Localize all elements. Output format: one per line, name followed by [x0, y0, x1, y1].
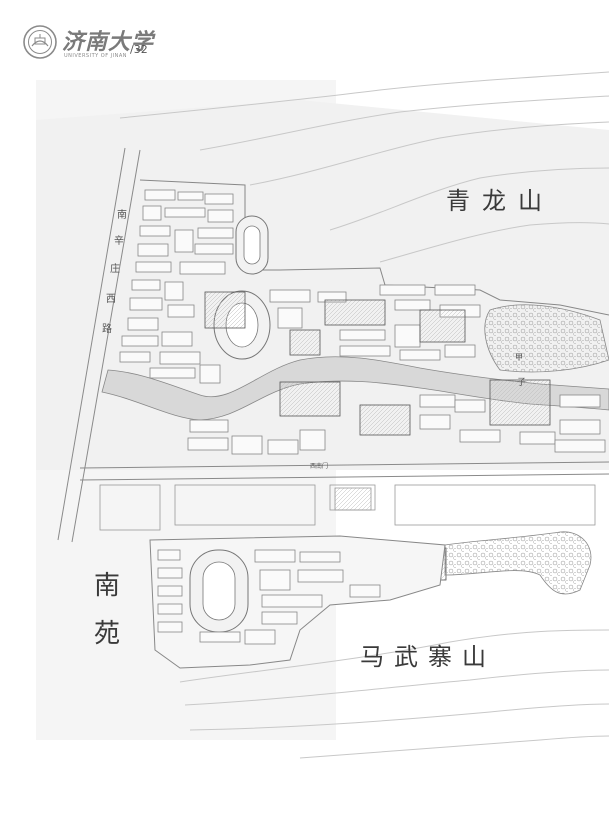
central-south-buildings — [187, 394, 606, 455]
landmark-sketches — [204, 291, 551, 581]
label-qinglong-mountain: 青龙山 — [446, 187, 554, 215]
university-logo-subtitle: UNIVERSITY OF JINAN — [64, 53, 128, 59]
campus-river — [101, 356, 609, 421]
label-nanyuan-yuan: 苑 — [94, 619, 120, 649]
svg-text:路: 路 — [102, 322, 112, 335]
label-lake-zi: 子 — [517, 377, 526, 388]
south-campus-buildings — [157, 549, 381, 645]
middle-field-blocks — [99, 484, 596, 531]
svg-text:西: 西 — [106, 294, 116, 305]
park-areas — [444, 304, 609, 595]
contour-lines — [119, 71, 609, 759]
university-logo-text: 济南大学 — [62, 29, 155, 55]
north-stadium — [235, 215, 269, 275]
north-campus-buildings — [119, 189, 481, 384]
label-mawuzhai-mountain: 马武寨山 — [360, 643, 496, 671]
university-seal-icon — [23, 25, 57, 59]
svg-text:南: 南 — [117, 208, 127, 221]
main-road — [79, 461, 609, 481]
page-header: 济南大学 UNIVERSITY OF JINAN /32 — [22, 22, 222, 66]
label-west-road: 南 辛 庄 西 路 — [102, 208, 127, 335]
label-south-gate: 西南门 — [310, 462, 328, 470]
west-road — [57, 147, 141, 543]
svg-text:辛: 辛 — [114, 234, 124, 247]
south-stadium — [189, 549, 249, 633]
label-nanyuan-nan: 南 — [94, 571, 120, 601]
label-lake-jia: 甲 — [515, 353, 523, 362]
svg-text:庄: 庄 — [110, 262, 120, 275]
page-number: /32 — [130, 43, 148, 56]
